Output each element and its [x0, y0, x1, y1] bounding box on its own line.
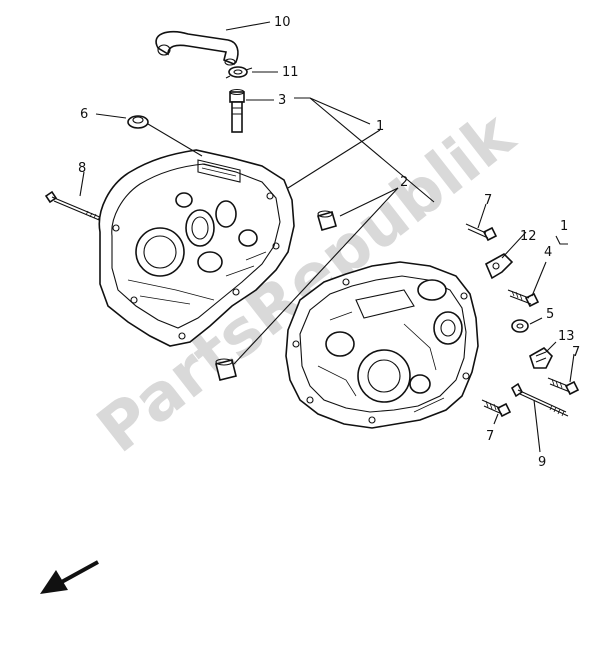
breather-pipe-part	[229, 88, 245, 133]
callout-9: 9	[538, 455, 546, 470]
callout-labels: 10 11 3 6 1 8 2 7 1 12 4 5 13 7 7 9	[78, 15, 580, 470]
bolt-4-part	[507, 289, 540, 308]
bolt-7-lower-part	[481, 399, 512, 418]
bolt-7-right-part	[547, 377, 580, 396]
callout-10: 10	[274, 15, 291, 30]
bolt-9-part	[510, 382, 569, 417]
callout-7-upper: 7	[484, 193, 492, 208]
bolt-8-part	[44, 190, 105, 223]
dowel-pin-lower	[215, 358, 237, 381]
callout-7-right: 7	[572, 345, 580, 360]
callout-7-lower: 7	[486, 429, 494, 444]
hose-clip-part	[225, 66, 253, 79]
callout-6: 6	[80, 107, 88, 122]
callout-3: 3	[278, 93, 286, 108]
clip-13-part	[529, 347, 553, 369]
plug-cap-part	[127, 115, 149, 129]
left-crankcase-half	[98, 149, 295, 347]
breather-hose-part	[155, 30, 239, 66]
callout-8: 8	[78, 161, 86, 176]
washer-5-part	[511, 319, 529, 333]
callout-12: 12	[520, 229, 537, 244]
leader-lines	[79, 21, 575, 453]
callout-1-left: 1	[376, 119, 384, 134]
callout-1-right: 1	[560, 219, 568, 234]
callout-2: 2	[400, 175, 408, 190]
right-crankcase-half	[285, 261, 479, 429]
bracket-plate-part	[484, 253, 514, 280]
callout-5: 5	[546, 307, 554, 322]
bolt-7-upper-part	[465, 223, 498, 242]
dowel-pin-upper	[317, 210, 337, 231]
callout-13: 13	[558, 329, 575, 344]
callout-11: 11	[282, 65, 299, 80]
callout-4: 4	[544, 245, 552, 260]
front-direction-arrow-icon	[40, 560, 99, 594]
